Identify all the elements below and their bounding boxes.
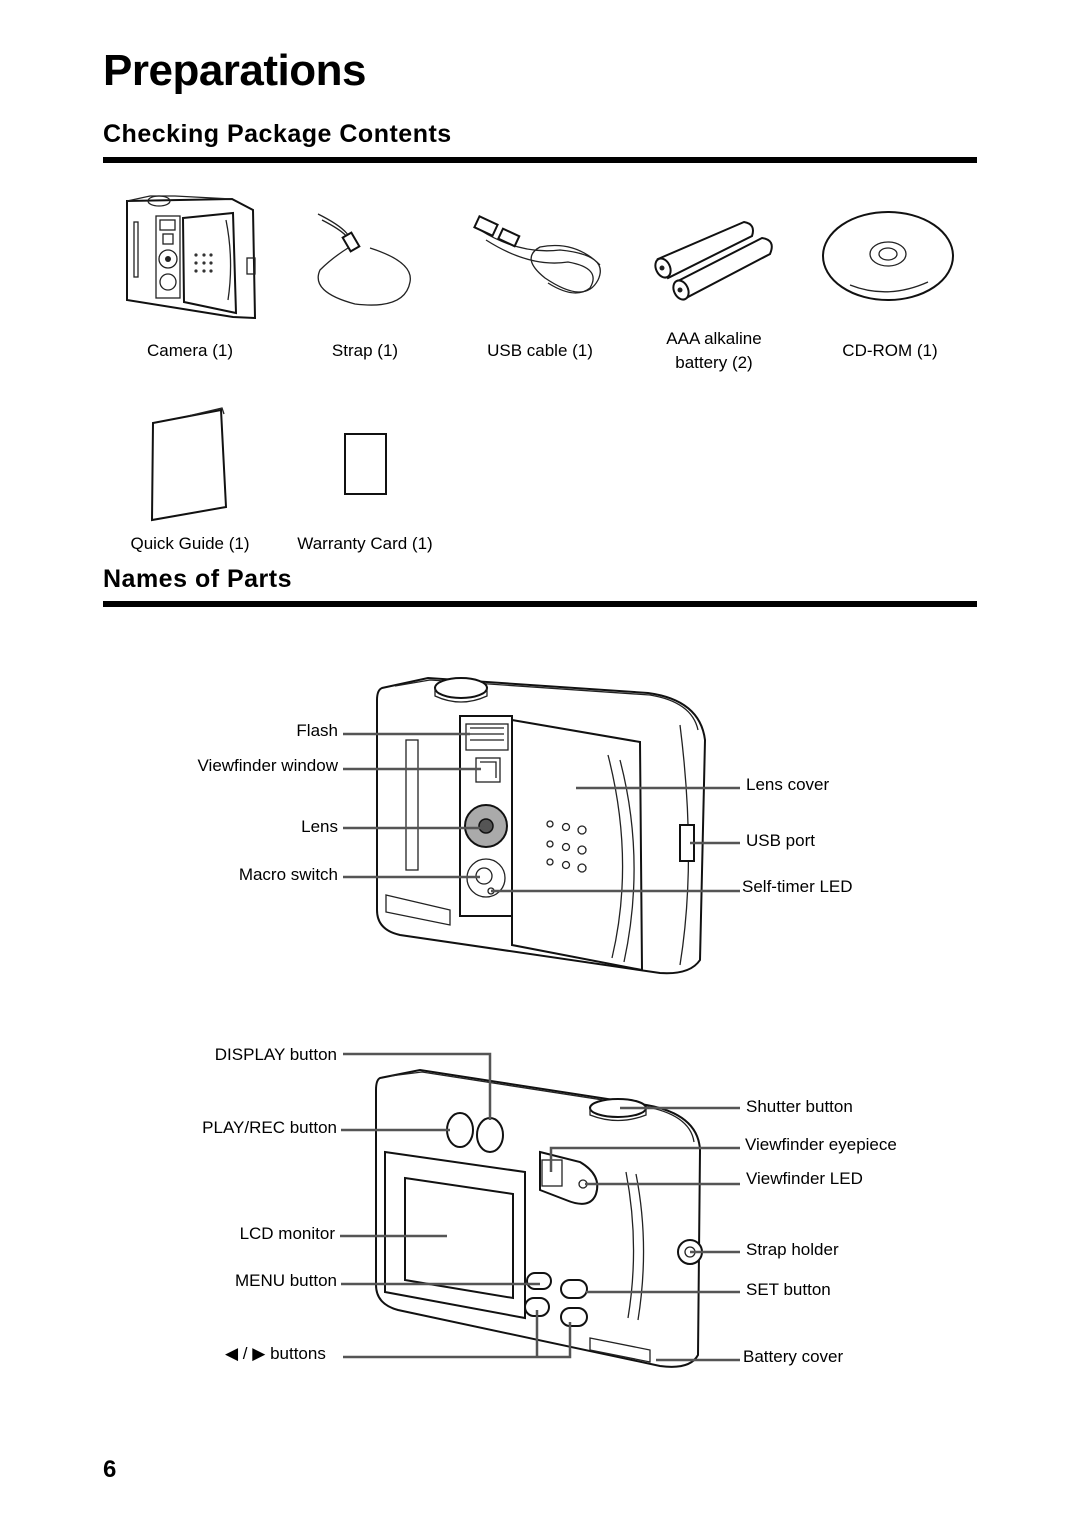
page-title: Preparations: [103, 46, 366, 95]
camera-icon: [126, 195, 257, 320]
package-caption-battery-line1: AAA alkaline: [666, 329, 762, 348]
label-menu-button: MENU button: [234, 1271, 337, 1290]
section-rule: [103, 601, 977, 607]
package-caption-usb-cable: USB cable (1): [487, 341, 593, 360]
card-icon: [344, 433, 387, 495]
package-caption-strap: Strap (1): [331, 341, 399, 360]
label-shutter-button: Shutter button: [746, 1097, 853, 1116]
label-play-rec-button: PLAY/REC button: [202, 1118, 337, 1137]
page-number: 6: [103, 1456, 117, 1483]
label-viewfinder-window: Viewfinder window: [197, 756, 338, 775]
label-usb-port: USB port: [746, 831, 815, 850]
label-viewfinder-eyepiece: Viewfinder eyepiece: [745, 1135, 897, 1154]
package-caption-battery-line2: battery (2): [675, 353, 753, 372]
cd-rom-icon: [822, 211, 954, 301]
package-caption-camera: Camera (1): [147, 341, 233, 360]
package-caption-cd-rom: CD-ROM (1): [842, 341, 938, 360]
label-lens-cover: Lens cover: [746, 775, 830, 794]
battery-icon: [654, 220, 773, 301]
label-arrow-buttons: ◀ / ▶ buttons: [225, 1344, 326, 1364]
label-arrow-buttons-text: buttons: [270, 1344, 326, 1363]
label-set-button: SET button: [746, 1280, 831, 1299]
label-self-timer-led: Self-timer LED: [742, 877, 853, 896]
label-strap-holder: Strap holder: [746, 1240, 839, 1259]
label-lens: Lens: [301, 817, 338, 836]
section-rule: [103, 157, 977, 163]
label-battery-cover: Battery cover: [743, 1347, 844, 1366]
package-caption-quick-guide: Quick Guide (1): [130, 534, 250, 553]
usb-cable-icon: [473, 215, 601, 294]
booklet-icon: [150, 407, 228, 522]
section-heading-parts: Names of Parts: [103, 565, 293, 593]
arrow-left-right-icon: ◀ / ▶: [225, 1344, 266, 1363]
label-lcd-monitor: LCD monitor: [239, 1224, 335, 1243]
section-heading-package: Checking Package Contents: [103, 120, 452, 148]
label-macro-switch: Macro switch: [238, 865, 338, 884]
package-caption-warranty-card: Warranty Card (1): [297, 534, 433, 553]
label-display-button: DISPLAY button: [214, 1045, 337, 1064]
strap-icon: [317, 213, 411, 306]
label-viewfinder-led: Viewfinder LED: [746, 1169, 863, 1188]
label-flash: Flash: [296, 721, 338, 740]
